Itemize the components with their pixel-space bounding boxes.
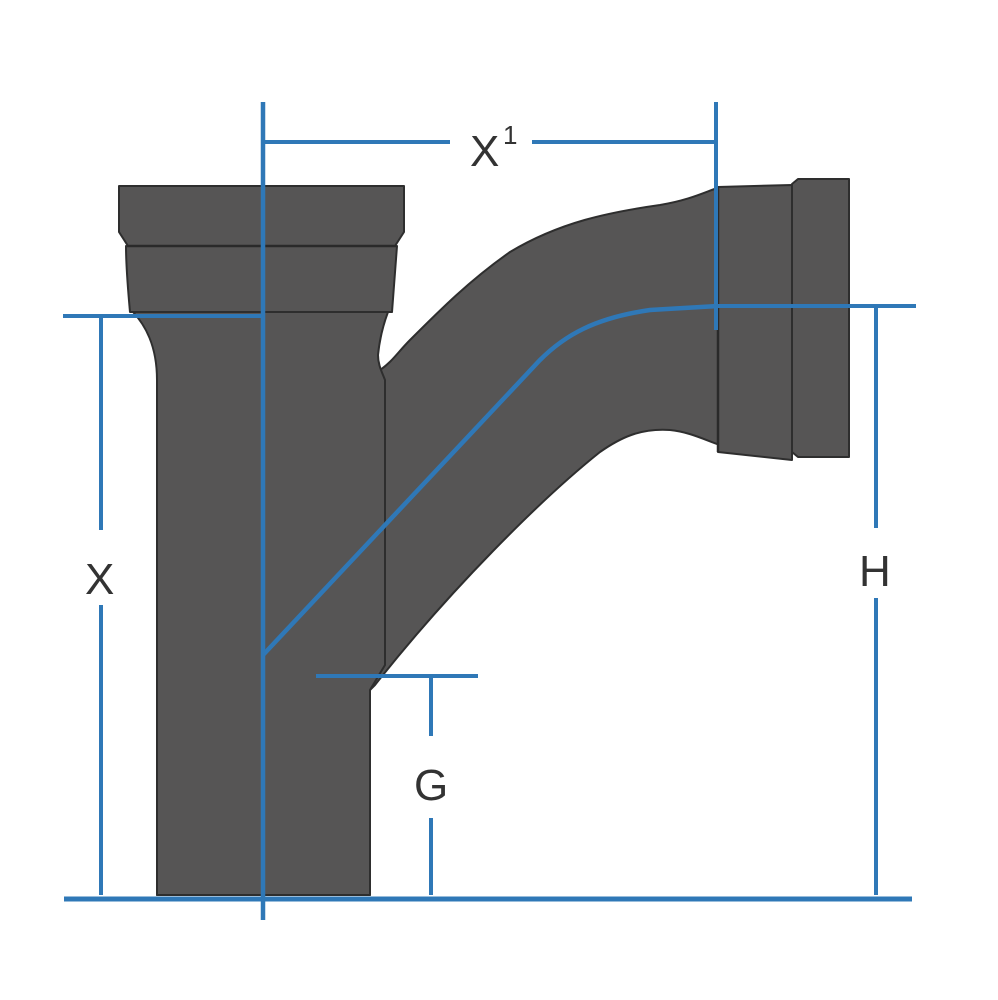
g-label: G [414, 761, 448, 810]
side-hub-outer [791, 178, 850, 458]
x-label: X [85, 555, 114, 604]
centerlines [260, 102, 719, 920]
pipe-fitting [118, 178, 850, 896]
x1-label-superscript: 1 [503, 120, 517, 150]
dimension-x: X [63, 314, 263, 895]
h-label: H [859, 547, 891, 596]
dimension-h: H [718, 304, 916, 895]
side-hub-inner [717, 184, 793, 461]
vertical-run [132, 311, 389, 896]
branch-centerline [261, 303, 719, 657]
dimension-x1: X 1 [263, 102, 718, 330]
x1-label: X [470, 127, 499, 176]
dimension-g: G [316, 674, 478, 895]
